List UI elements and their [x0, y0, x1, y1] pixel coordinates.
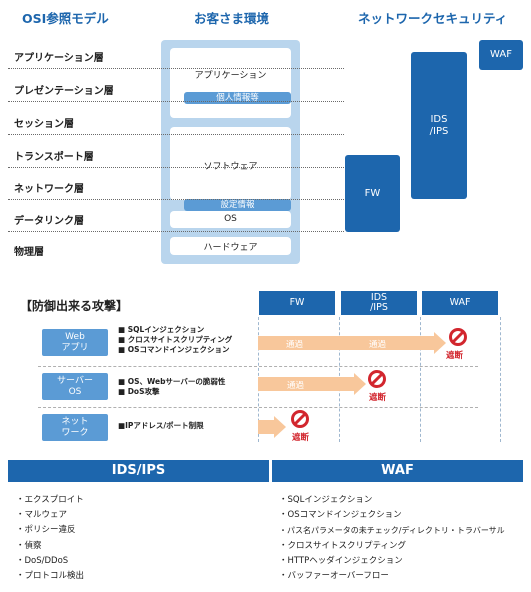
layer-application: アプリケーション層	[14, 53, 104, 64]
attack-item: ■ クロスサイトスクリプティング	[118, 334, 233, 344]
block-icon	[449, 328, 467, 346]
attack-item: ■ OS、Webサーバーの脆弱性	[118, 377, 226, 386]
layer-presentation: プレゼンテーション層	[14, 86, 114, 97]
arrow-head	[274, 416, 286, 438]
list-item: ・ポリシー違反	[16, 525, 76, 536]
layer-divider	[8, 167, 344, 168]
waf-box: WAF	[479, 40, 523, 70]
layer-transport: トランスポート層	[14, 152, 94, 163]
list-item: ・偵察	[16, 540, 42, 551]
attack-item: ■ OSコマンドインジェクション	[118, 344, 230, 354]
pass-arrow	[258, 420, 274, 434]
row-web-app-items: ■ SQLインジェクション ■ クロスサイトスクリプティング ■ OSコマンドイ…	[118, 325, 232, 354]
pass-arrow	[258, 336, 434, 350]
layer-network: ネットワーク層	[14, 184, 84, 195]
block-icon	[368, 370, 386, 388]
personal-info-pill: 個人情報等	[184, 92, 291, 104]
layer-divider	[8, 134, 344, 135]
application-label: アプリケーション	[194, 71, 267, 81]
list-item: ・クロスサイトスクリプティング	[279, 540, 406, 551]
waf-list: ・SQLインジェクション ・OSコマンドインジェクション ・パス名パラメータの未…	[279, 493, 527, 584]
list-item: ・HTTPヘッダインジェクション	[279, 555, 403, 566]
row-server-os-items: ■ OS、Webサーバーの脆弱性 ■ DoS攻撃	[118, 377, 225, 397]
layer-physical: 物理層	[14, 247, 44, 258]
block-label: 遮断	[446, 351, 464, 361]
attacks-title: 【防御出来る攻撃】	[20, 299, 129, 313]
waf-panel-title: WAF	[272, 460, 523, 482]
fw-box: FW	[345, 155, 400, 232]
block-icon	[291, 410, 309, 428]
hardware-label: ハードウェア	[203, 243, 258, 253]
column-guide	[420, 317, 421, 442]
block-label: 遮断	[369, 393, 387, 403]
column-fw: FW	[259, 291, 335, 315]
attack-item: ■IPアドレス/ポート制限	[118, 421, 204, 430]
pass-label: 通過	[369, 340, 387, 350]
layer-datalink: データリンク層	[14, 216, 84, 227]
pass-label: 通過	[287, 381, 305, 391]
arrow-head	[434, 332, 446, 354]
layer-session: セッション層	[14, 119, 74, 130]
os-label: OS	[224, 214, 237, 224]
column-waf: WAF	[422, 291, 498, 315]
list-item: ・バッファーオーバーフロー	[279, 571, 389, 582]
software-block: ソフトウェア	[170, 127, 291, 200]
software-label: ソフトウェア	[203, 162, 258, 172]
attack-item: ■ SQLインジェクション	[118, 325, 205, 334]
row-divider	[38, 407, 478, 408]
layer-divider	[8, 199, 344, 200]
ids-ips-list: ・エクスプロイト ・マルウェア ・ポリシー違反 ・偵察 ・DoS/DDoS ・プ…	[16, 493, 84, 584]
row-divider	[38, 366, 478, 367]
pass-label: 通過	[286, 340, 304, 350]
layer-divider	[8, 101, 344, 102]
layer-divider	[8, 231, 344, 232]
column-ids-ips: IDS /IPS	[341, 291, 417, 315]
list-item: ・エクスプロイト	[16, 495, 84, 505]
tag-server-os: サーバー OS	[42, 373, 108, 400]
arrow-head	[354, 373, 366, 395]
os-block: OS	[170, 211, 291, 228]
attack-item: ■ DoS攻撃	[118, 386, 160, 396]
env-header: お客さま環境	[194, 11, 270, 26]
list-item: ・OSコマンドインジェクション	[279, 510, 402, 521]
ids-ips-panel-title: IDS/IPS	[8, 460, 269, 482]
block-label: 遮断	[292, 433, 310, 443]
security-header: ネットワークセキュリティ	[358, 11, 508, 26]
row-network-items: ■IPアドレス/ポート制限	[118, 421, 204, 431]
list-item: ・マルウェア	[16, 510, 68, 521]
layer-divider	[8, 68, 344, 69]
application-block: アプリケーション	[170, 48, 291, 118]
tag-web-app: Web アプリ	[42, 329, 108, 356]
config-info-pill: 設定情報	[184, 199, 291, 211]
list-item: ・プロトコル検出	[16, 571, 85, 582]
hardware-block: ハードウェア	[170, 237, 291, 255]
column-guide	[500, 317, 501, 442]
list-item: ・SQLインジェクション	[279, 495, 373, 505]
ids-ips-box: IDS /IPS	[411, 52, 467, 199]
list-item: ・DoS/DDoS	[16, 555, 69, 566]
tag-network: ネット ワーク	[42, 414, 108, 441]
list-item: ・パス名パラメータの未チェック/ディレクトリ・トラバーサル	[279, 526, 505, 536]
osi-header: OSI参照モデル	[22, 11, 109, 26]
pass-arrow	[258, 377, 354, 391]
